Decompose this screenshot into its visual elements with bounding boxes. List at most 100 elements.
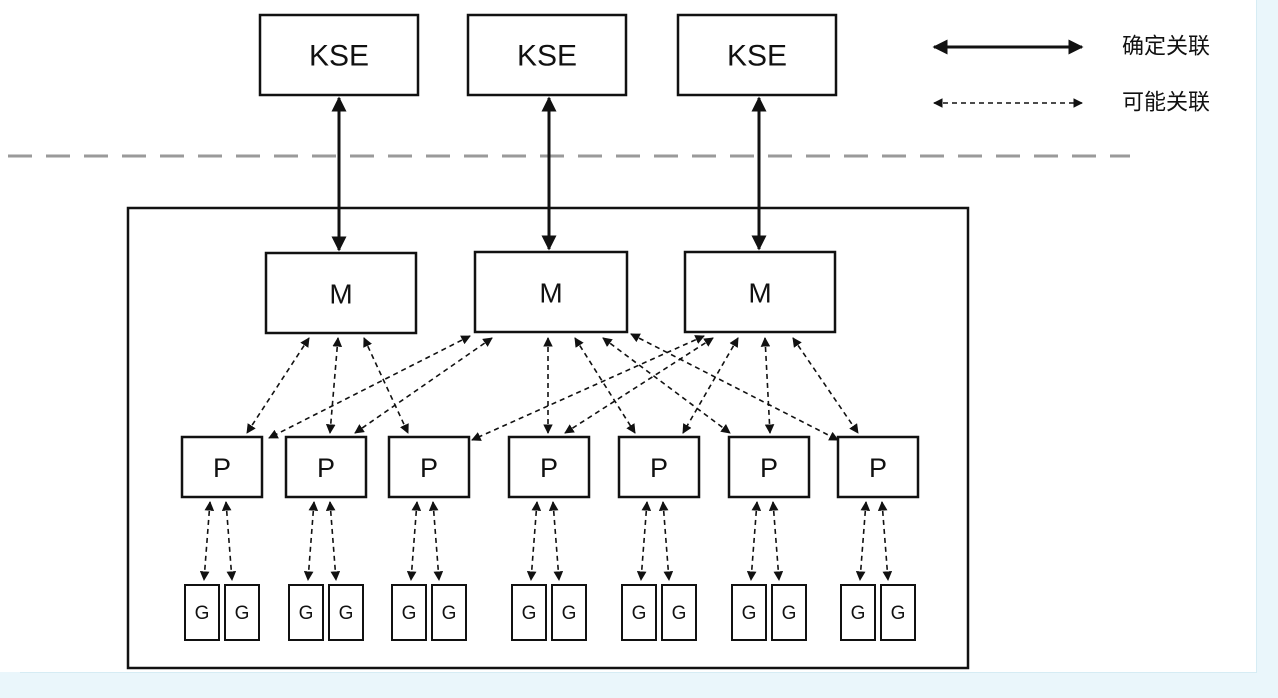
p-node-label: P	[760, 453, 778, 483]
p-node-label: P	[213, 453, 231, 483]
kse-node: KSE	[466, 13, 628, 97]
g-node-box	[551, 584, 587, 641]
p-g-link-1-3	[325, 501, 341, 581]
p-node-box	[387, 435, 471, 499]
g-node-label: G	[402, 603, 417, 624]
g-node: G	[621, 584, 657, 641]
m-p-link-0-2	[363, 337, 409, 434]
p-node-box	[617, 435, 701, 499]
g-node-label: G	[339, 603, 354, 624]
p-g-link-4-8	[636, 501, 652, 581]
legend-possible-label: 可能关联	[1122, 91, 1210, 116]
g-node: G	[288, 584, 324, 641]
p-node-box	[507, 435, 591, 499]
p-node: P	[284, 435, 368, 499]
m-p-link-0-0	[246, 337, 310, 434]
p-node-label: P	[650, 453, 668, 483]
bottom-margin-strip	[0, 672, 1278, 698]
g-node-box	[661, 584, 697, 641]
p-g-link-0-1	[221, 501, 237, 581]
p-g-link-3-7	[548, 501, 564, 581]
g-node: G	[391, 584, 427, 641]
p-g-link-2-5	[428, 501, 444, 581]
g-node: G	[224, 584, 260, 641]
g-node-box	[880, 584, 916, 641]
g-node-label: G	[742, 603, 757, 624]
g-node: G	[880, 584, 916, 641]
kse-node-box	[466, 13, 628, 97]
g-node: G	[511, 584, 547, 641]
p-node: P	[507, 435, 591, 499]
m-node-box	[473, 250, 629, 334]
kse-node-label: KSE	[727, 40, 787, 73]
p-g-link-1-2	[303, 501, 319, 581]
m-p-link-1-6	[630, 333, 839, 441]
m-p-link-2-4	[682, 337, 739, 434]
g-node: G	[840, 584, 876, 641]
g-node-label: G	[299, 603, 314, 624]
g-node-box	[431, 584, 467, 641]
g-node-label: G	[442, 603, 457, 624]
right-margin-border	[1256, 0, 1257, 673]
p-node-box	[727, 435, 811, 499]
g-node: G	[551, 584, 587, 641]
p-node-label: P	[540, 453, 558, 483]
m-p-link-2-6	[792, 337, 859, 434]
p-node: P	[727, 435, 811, 499]
m-node-label: M	[329, 279, 352, 310]
kse-node-box	[258, 13, 420, 97]
m-node: M	[264, 251, 418, 335]
g-node-box	[391, 584, 427, 641]
g-node-label: G	[782, 603, 797, 624]
m-node-label: M	[539, 278, 562, 309]
g-node-box	[511, 584, 547, 641]
m-p-link-1-4	[574, 337, 636, 434]
m-p-link-0-1	[325, 337, 343, 434]
p-g-link-5-10	[746, 501, 762, 581]
g-node: G	[184, 584, 220, 641]
p-node-label: P	[317, 453, 335, 483]
g-node-box	[288, 584, 324, 641]
p-node: P	[387, 435, 471, 499]
g-node: G	[731, 584, 767, 641]
g-node-label: G	[235, 603, 250, 624]
g-node-label: G	[891, 603, 906, 624]
right-margin-strip	[1256, 0, 1278, 698]
g-node-label: G	[672, 603, 687, 624]
g-node-label: G	[522, 603, 537, 624]
p-node-box	[180, 435, 264, 499]
p-g-link-6-12	[855, 501, 871, 581]
p-node-box	[836, 435, 920, 499]
kse-node-label: KSE	[309, 40, 369, 73]
p-g-link-5-11	[768, 501, 784, 581]
m-node-label: M	[748, 278, 771, 309]
g-node-box	[621, 584, 657, 641]
p-node: P	[836, 435, 920, 499]
g-node-label: G	[562, 603, 577, 624]
g-node: G	[328, 584, 364, 641]
m-node-box	[264, 251, 418, 335]
g-node: G	[661, 584, 697, 641]
g-node-box	[731, 584, 767, 641]
g-node: G	[431, 584, 467, 641]
p-g-link-4-9	[658, 501, 674, 581]
p-g-link-6-13	[877, 501, 893, 581]
kse-node-label: KSE	[517, 40, 577, 73]
links-layer	[199, 96, 893, 581]
kse-node-box	[676, 13, 838, 97]
m-node: M	[683, 250, 837, 334]
legend: 确定关联 可能关联	[932, 35, 1210, 116]
g-node: G	[771, 584, 807, 641]
g-node-label: G	[632, 603, 647, 624]
bottom-margin-border	[20, 672, 1257, 673]
p-node-label: P	[420, 453, 438, 483]
legend-definite-label: 确定关联	[1122, 35, 1210, 60]
g-node-box	[184, 584, 220, 641]
p-g-link-0-0	[199, 501, 215, 581]
g-node-box	[224, 584, 260, 641]
kse-node: KSE	[676, 13, 838, 97]
p-node-label: P	[869, 453, 887, 483]
